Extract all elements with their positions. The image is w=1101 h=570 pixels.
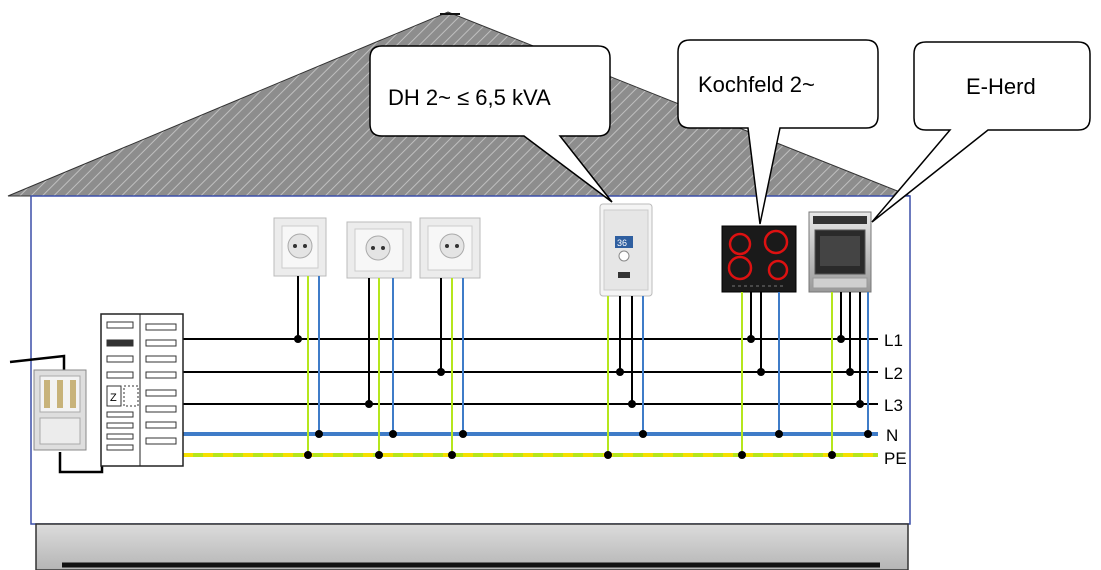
socket-outlet-2 bbox=[346, 221, 412, 279]
callout-kochfeld-text: Kochfeld 2~ bbox=[698, 72, 815, 97]
dh-display: 36 bbox=[617, 238, 627, 248]
label-l1: L1 bbox=[884, 331, 903, 350]
label-l2: L2 bbox=[884, 364, 903, 383]
socket-wiring bbox=[297, 276, 464, 455]
floor-slab bbox=[35, 523, 909, 570]
callout-kochfeld: Kochfeld 2~ bbox=[677, 39, 879, 225]
callout-herd-text: E-Herd bbox=[966, 74, 1036, 99]
cooktop-wiring bbox=[741, 292, 780, 455]
socket-outlet-1 bbox=[273, 217, 327, 277]
callout-dh: DH 2~ ≤ 6,5 kVA bbox=[369, 45, 613, 203]
meter-symbol: Z bbox=[110, 392, 117, 404]
water-heater-wiring bbox=[607, 296, 644, 455]
callout-dh-text: DH 2~ ≤ 6,5 kVA bbox=[388, 85, 551, 110]
callout-herd: E-Herd bbox=[871, 41, 1091, 223]
oven-wiring bbox=[831, 292, 869, 455]
label-pe: PE bbox=[884, 449, 907, 468]
electric-oven bbox=[808, 211, 872, 293]
instantaneous-water-heater: 36 bbox=[599, 203, 653, 297]
label-l3: L3 bbox=[884, 396, 903, 415]
socket-outlet-3 bbox=[419, 217, 481, 279]
house-connection-box bbox=[9, 354, 104, 474]
junction-dots bbox=[294, 335, 872, 459]
distribution-cabinet: Z bbox=[100, 313, 184, 467]
label-n: N bbox=[886, 426, 898, 445]
cooktop bbox=[721, 225, 797, 293]
